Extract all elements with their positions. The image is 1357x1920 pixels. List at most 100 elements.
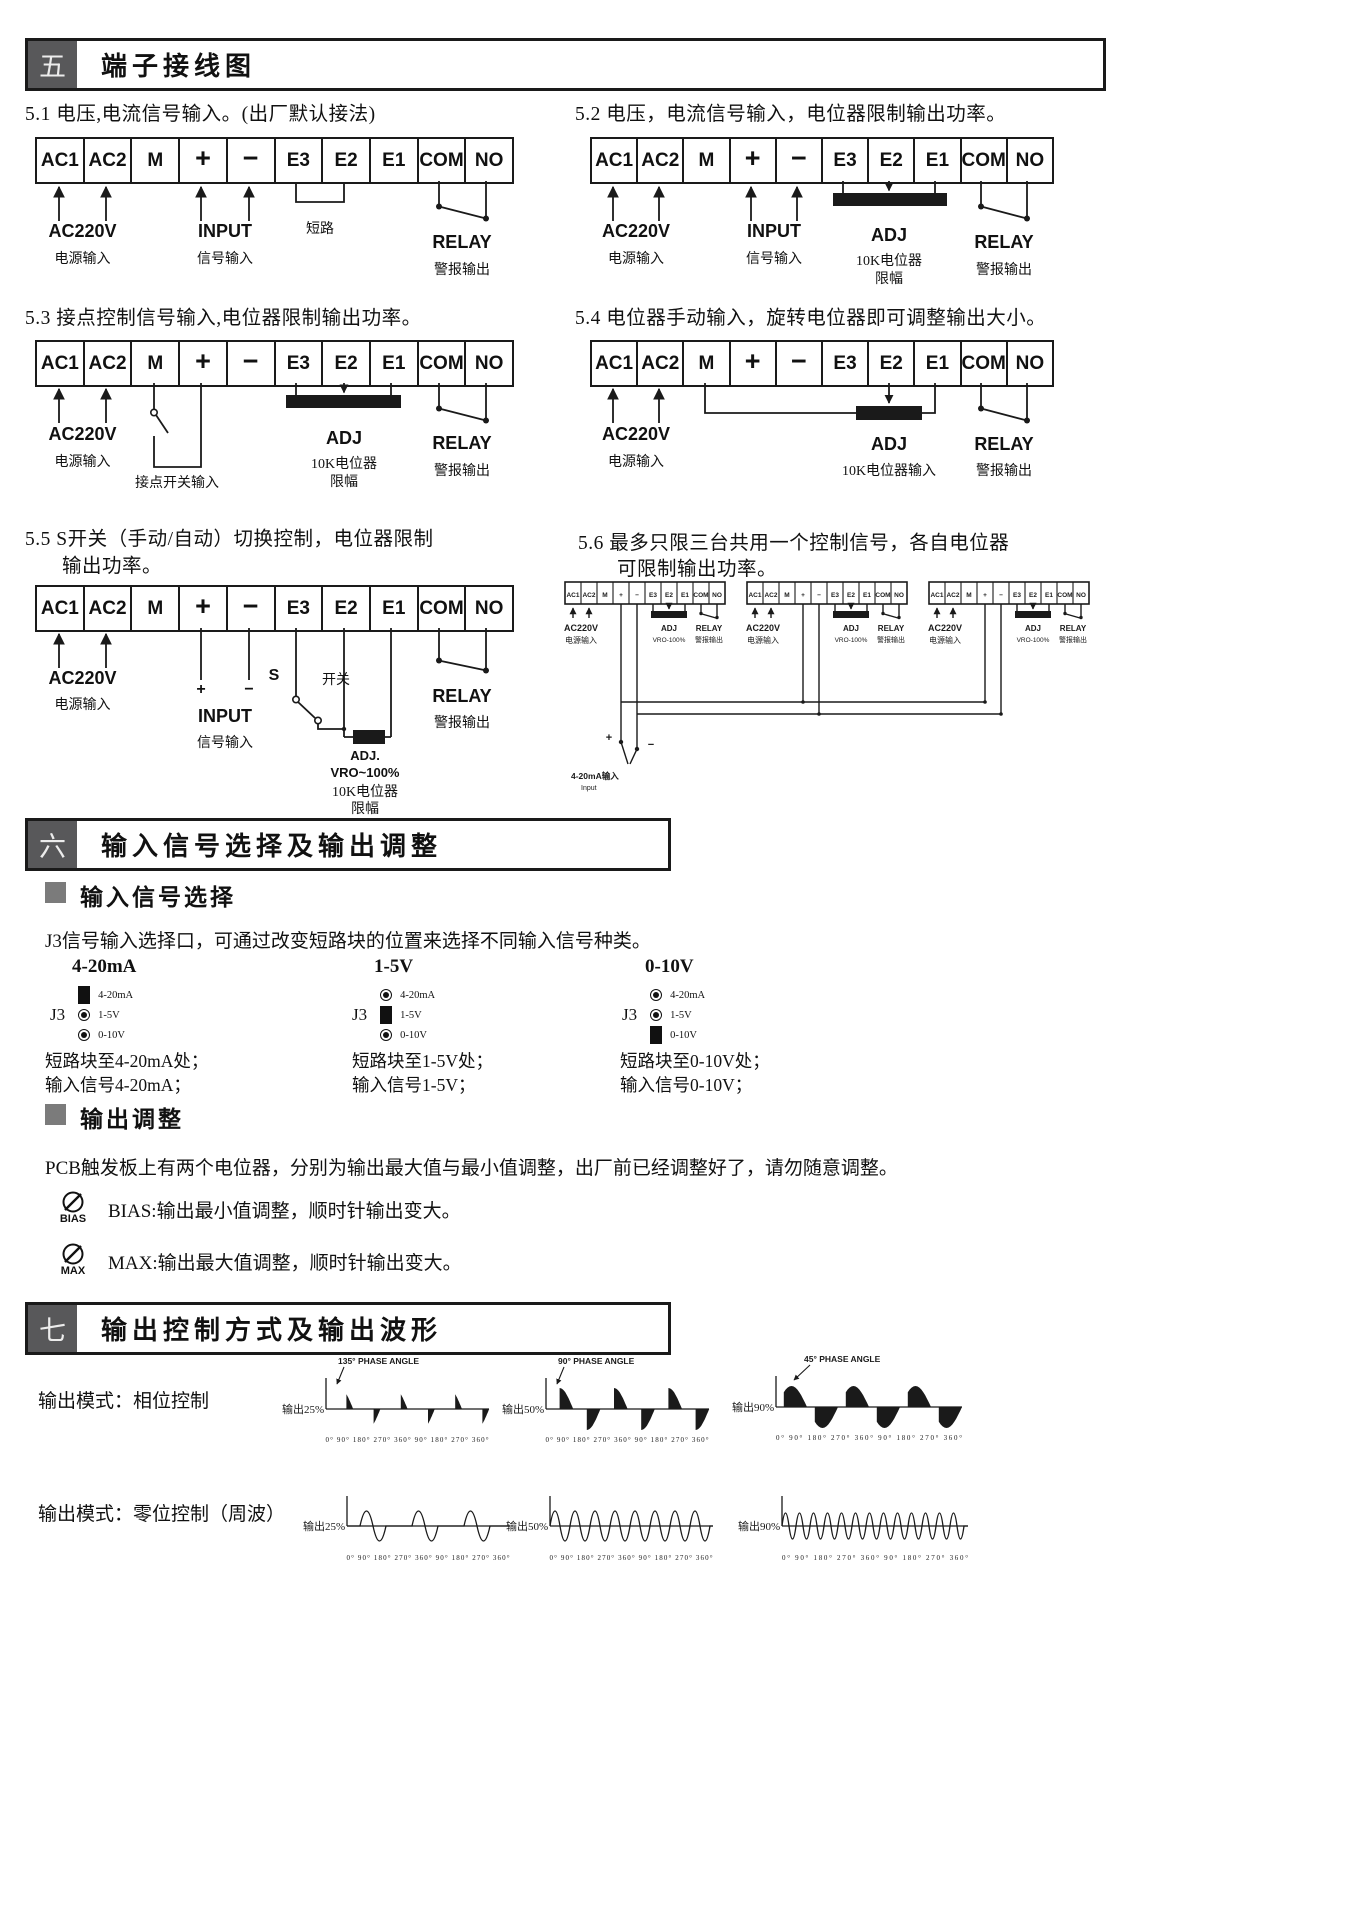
wiring-5-1: [53, 181, 489, 222]
option-line2: 输入信号1-5V；: [352, 1075, 476, 1095]
terminal-ac2: AC2: [85, 587, 133, 630]
relay-contact-symbol: [978, 383, 1030, 424]
ac220v-label: AC220V: [48, 668, 117, 688]
terminal-com: COM: [419, 587, 467, 630]
j3-label: J3: [50, 1005, 66, 1024]
zero-wave: [347, 1510, 510, 1542]
pin-pair-icon: [78, 1029, 91, 1041]
terminal-ac1: AC1: [37, 139, 85, 182]
terminal-minus: −: [228, 587, 276, 630]
axis-ticks: 0° 90° 180° 270° 360° 90° 180° 270° 360°: [782, 1554, 968, 1562]
terminal-plus: +: [180, 139, 228, 182]
adj-label: ADJ: [870, 225, 907, 245]
terminal-no: NO: [474, 352, 504, 374]
cell-dividers: [944, 582, 1074, 604]
output-percent-label: 输出50%: [506, 1519, 548, 1533]
svg-text:E1: E1: [863, 592, 871, 599]
section-6-title: 输入信号选择及输出调整: [101, 831, 443, 861]
relay-contact-symbol: [436, 628, 489, 674]
output-percent-label: 输出90%: [738, 1519, 780, 1533]
pin-label: 0-10V: [98, 1029, 125, 1041]
pin-label: 0-10V: [400, 1029, 427, 1041]
terminal-minus: −: [777, 342, 823, 385]
j3-description: J3信号输入选择口，可通过改变短路块的位置来选择不同输入信号种类。: [45, 931, 651, 952]
terminal-plus: +: [180, 342, 228, 385]
terminal-plus: +: [180, 587, 228, 630]
svg-text:NO: NO: [1076, 592, 1086, 599]
alarm-output-label: 警报输出: [877, 635, 905, 644]
power-input-label: 电源输入: [608, 252, 664, 267]
bias-description: BIAS:输出最小值调整，顺时针输出变大。: [108, 1201, 461, 1222]
signal-source-label: 4-20mA输入: [571, 771, 619, 781]
axis-ticks: 0° 90° 180° 270° 360° 90° 180° 270° 360°: [550, 1554, 713, 1562]
plus-label: +: [196, 681, 206, 698]
adj-label: ADJ.: [350, 748, 380, 763]
terminal-e1: E1: [371, 342, 419, 385]
terminal-strip-5-3: AC1 AC2 M + − E3 E2 E1 COM NO: [35, 340, 514, 387]
terminal-e3: E3: [276, 587, 324, 630]
terminal-m: M: [684, 342, 731, 385]
svg-text:M: M: [966, 592, 971, 599]
terminal-e2: E2: [323, 587, 371, 630]
short-label: 短路: [306, 222, 334, 237]
section-6-header: 六 输入信号选择及输出调整: [25, 818, 671, 871]
option-line2: 输入信号0-10V；: [620, 1075, 753, 1095]
phase-lobes: [346, 1394, 490, 1424]
power-input-label: 电源输入: [929, 635, 961, 645]
relay-label: RELAY: [974, 434, 1034, 454]
max-knob-icon: [62, 1243, 84, 1265]
terminal-strip-5-4: AC1 AC2 M + − E3 E2 E1 COM NO: [590, 340, 1054, 387]
subsection-output-adjust: 输出调整: [80, 1106, 184, 1132]
terminal-m: M: [132, 587, 181, 630]
minus-label: −: [244, 681, 254, 698]
wiring-5-2: [607, 181, 1030, 222]
ac220v-label: AC220V: [48, 424, 117, 444]
power-input-label: 电源输入: [747, 635, 779, 645]
signal-source-label-en: Input: [581, 785, 597, 792]
terminal-strip-5-1: AC1 AC2 M + − E3 E2 E1 COM NO: [35, 137, 514, 184]
option-title-15v: 1-5V: [374, 956, 414, 977]
svg-text:AC2: AC2: [764, 592, 777, 599]
svg-text:M: M: [602, 592, 607, 599]
wiring-5-4: [607, 383, 1030, 424]
ac220v-label: AC220V: [601, 424, 671, 444]
pin-label: 4-20mA: [670, 989, 706, 1001]
terminal-e3: E3: [276, 342, 324, 385]
terminal-plus: +: [731, 342, 777, 385]
svg-text:+: +: [983, 592, 987, 599]
option-title-420ma: 4-20mA: [72, 956, 137, 977]
output-percent-label: 输出90%: [732, 1400, 774, 1414]
zero-waveform-50: 输出50% 0° 90° 180° 270° 360° 90° 180° 270…: [506, 1496, 713, 1562]
terminal-e3: E3: [823, 342, 870, 385]
terminal-com: COM: [419, 139, 467, 182]
pin-pair-icon: [380, 1029, 393, 1041]
alarm-output-label: 警报输出: [976, 464, 1032, 479]
svg-text:E2: E2: [847, 592, 855, 599]
signal-input-wires: [200, 628, 250, 680]
terminal-ac2: AC2: [85, 139, 133, 182]
terminal-ac1: AC1: [592, 139, 639, 182]
axis-ticks: 0° 90° 180° 270° 360° 90° 180° 270° 360°: [546, 1436, 709, 1444]
svg-text:E2: E2: [1029, 592, 1037, 599]
terminal-no: NO: [1015, 352, 1045, 374]
terminal-no: NO: [474, 149, 504, 171]
svg-text:+: +: [801, 592, 805, 599]
terminal-minus: −: [777, 139, 823, 182]
terminal-ac2: AC2: [638, 342, 685, 385]
terminal-ac2: AC2: [638, 139, 685, 182]
max-description: MAX:输出最大值调整，顺时针输出变大。: [108, 1253, 462, 1274]
short-jumper-bracket: [295, 182, 345, 203]
signal-input-label: 信号输入: [197, 736, 253, 751]
terminal-minus: −: [228, 342, 276, 385]
relay-contact-symbol: [436, 383, 489, 424]
limit-label: 限幅: [351, 802, 379, 817]
terminal-e1: E1: [915, 342, 962, 385]
section-7-header: 七 输出控制方式及输出波形: [25, 1302, 671, 1355]
power-input-arrows: [53, 185, 112, 221]
mode-zero-label: 输出模式：零位控制（周波）: [38, 1504, 286, 1525]
subsection-input-select: 输入信号选择: [80, 884, 236, 910]
j3-jumper-010v: J3 4-20mA 1-5V 0-10V: [622, 985, 705, 1045]
caption-5-5b: 输出功率。: [62, 556, 163, 577]
